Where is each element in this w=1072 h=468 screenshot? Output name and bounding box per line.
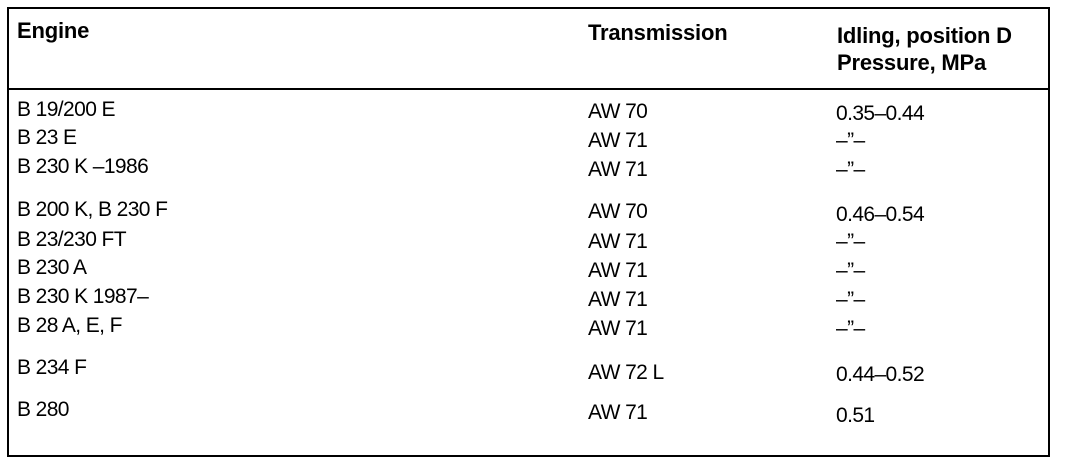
table-row-transmission: AW 72 L xyxy=(588,361,664,384)
table-row-engine: B 19/200 E xyxy=(17,98,116,121)
table-row-pressure: –”– xyxy=(836,158,865,181)
table-row-engine: B 230 K –1986 xyxy=(17,155,149,178)
table-row-pressure: –”– xyxy=(836,317,865,340)
table-row-pressure: 0.51 xyxy=(836,404,875,427)
header-idling-line2: Pressure, MPa xyxy=(837,50,987,75)
header-engine: Engine xyxy=(17,18,90,43)
table-row-pressure: –”– xyxy=(836,288,865,311)
table-row-pressure: –”– xyxy=(836,129,865,152)
table-row-transmission: AW 71 xyxy=(588,129,648,152)
table-row-engine: B 28 A, E, F xyxy=(17,314,122,337)
table-row-engine: B 280 xyxy=(17,398,69,421)
table-row-engine: B 23 E xyxy=(17,126,77,149)
table-row-transmission: AW 71 xyxy=(588,259,648,282)
table-row-pressure: 0.44–0.52 xyxy=(836,363,925,386)
table-row-pressure: 0.46–0.54 xyxy=(836,203,925,226)
table-row-transmission: AW 71 xyxy=(588,401,648,424)
table-row-pressure: 0.35–0.44 xyxy=(836,102,925,125)
header-idling: Idling, position D Pressure, MPa xyxy=(837,22,1012,76)
table-row-engine: B 200 K, B 230 F xyxy=(17,198,168,221)
table-frame xyxy=(7,7,1050,457)
header-transmission: Transmission xyxy=(588,20,728,45)
table-row-engine: B 23/230 FT xyxy=(17,228,127,251)
table-row-transmission: AW 71 xyxy=(588,317,648,340)
header-divider xyxy=(7,88,1050,90)
table-row-transmission: AW 71 xyxy=(588,288,648,311)
header-idling-line1: Idling, position D xyxy=(837,23,1012,48)
table-row-transmission: AW 71 xyxy=(588,158,648,181)
table-row-transmission: AW 70 xyxy=(588,200,648,223)
table-row-pressure: –”– xyxy=(836,230,865,253)
table-row-transmission: AW 70 xyxy=(588,100,648,123)
table-row-engine: B 230 K 1987– xyxy=(17,285,149,308)
table-row-pressure: –”– xyxy=(836,259,865,282)
table-row-transmission: AW 71 xyxy=(588,230,648,253)
table-row-engine: B 234 F xyxy=(17,356,87,379)
table-row-engine: B 230 A xyxy=(17,256,87,279)
